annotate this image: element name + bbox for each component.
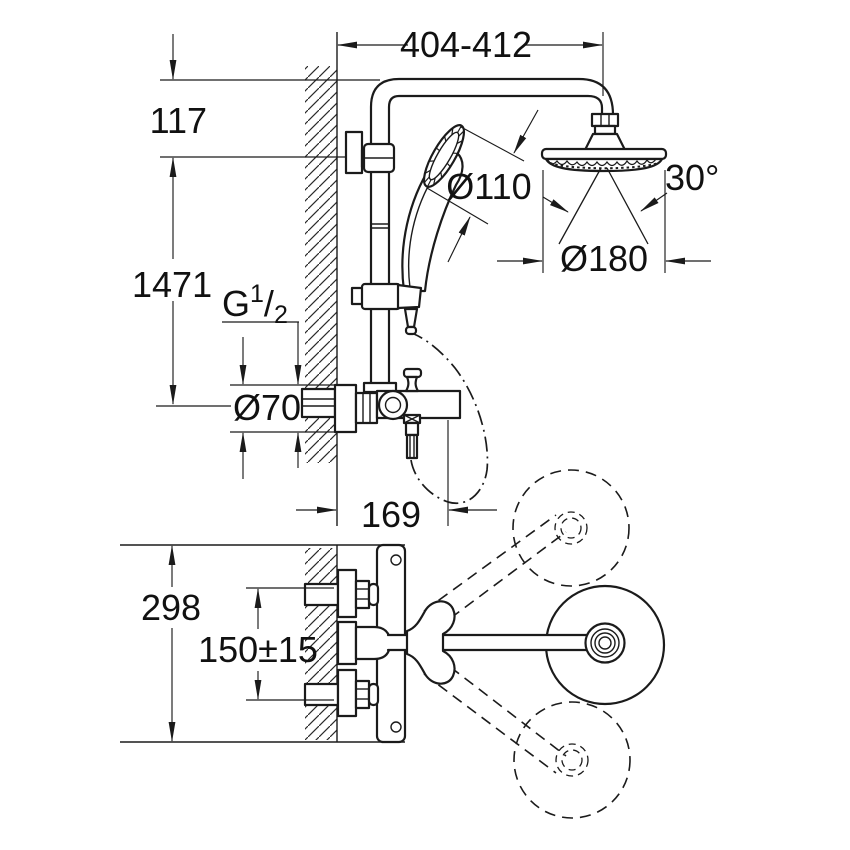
head-shower-boss <box>583 132 627 152</box>
shower-arm-side <box>386 600 626 685</box>
slide-bracket <box>344 130 396 175</box>
hand-shower <box>401 124 466 293</box>
head-shower-collar <box>593 124 617 136</box>
mixer-valve <box>300 333 489 505</box>
arm-escutcheon <box>336 620 358 666</box>
wall-section-upper <box>305 32 338 526</box>
handle-end-taper <box>403 307 419 329</box>
diverter-neck <box>404 375 420 393</box>
label-thread-size: G1/2 <box>222 280 288 329</box>
valve-cartridge-inner <box>384 396 402 414</box>
dimension-graphics <box>156 32 711 742</box>
head-shower <box>540 112 668 245</box>
swivel-hub-down-inner <box>561 749 583 771</box>
label-arm-drop: 117 <box>150 100 207 141</box>
dim-bound-handface-1 <box>460 126 525 162</box>
handle-holder <box>350 282 423 336</box>
inlet-flange-top <box>336 568 358 619</box>
inlet-flange-bottom <box>336 668 358 718</box>
holder-clamp <box>360 282 402 311</box>
thread-numerator: 1 <box>250 280 264 308</box>
handle-end-cap <box>404 325 418 336</box>
inlet-nut-bottom <box>354 679 371 710</box>
dim-arrow-110-b <box>447 216 471 263</box>
holder-socket <box>396 283 423 310</box>
label-valve-height: 298 <box>141 587 201 628</box>
swivel-hub-up-inner <box>560 517 582 539</box>
wall-section-lower <box>305 545 338 742</box>
thread-slash: / <box>264 283 274 324</box>
ball-joint-ring <box>590 628 620 658</box>
body-corner-detail <box>390 554 402 566</box>
label-swivel-angle: 30° <box>665 157 719 198</box>
swivel-hub-up <box>554 511 588 545</box>
hand-shower-face <box>422 124 466 188</box>
swivel-arm-down <box>423 655 567 774</box>
hand-shower-spray-fan <box>423 125 465 187</box>
head-shower-nut <box>590 112 620 128</box>
hose-connector <box>405 433 419 460</box>
thread-prefix: G <box>222 283 250 324</box>
inlet-pipe-top <box>303 582 340 607</box>
inlet-nut-top <box>354 579 371 610</box>
dim-arrow-110-a <box>513 109 539 154</box>
bath-spout-outlet <box>402 413 422 460</box>
bracket-flange <box>344 130 364 175</box>
hand-shower-face-inner <box>428 131 460 181</box>
dim-bound-handface-2 <box>426 187 489 225</box>
swivel-circle-down <box>513 701 631 819</box>
supply-pipe <box>300 387 337 419</box>
dimension-labels: 404-412 117 1471 G1/2 Ø70 Ø110 Ø180 30° … <box>132 24 719 670</box>
dim-leader-30-left <box>542 196 569 213</box>
ball-joint-ring <box>594 632 616 654</box>
label-column-height: 1471 <box>132 264 212 305</box>
label-top-width: 404-412 <box>400 24 532 65</box>
body-corner-detail <box>390 721 402 733</box>
diverter-cap <box>402 367 423 379</box>
valve-cartridge-cap <box>377 389 409 421</box>
wall-hatch-lower <box>305 548 337 740</box>
rail-and-arm-outline <box>369 77 615 393</box>
head-shower-plate <box>540 147 668 161</box>
shower-hose <box>410 333 489 505</box>
ball-joint-ring <box>598 636 612 650</box>
swivel-circle-up <box>512 469 630 587</box>
thread-denominator: 2 <box>274 301 288 329</box>
inlet-pipe-bottom <box>303 682 340 707</box>
swivel-hub-down <box>555 743 589 777</box>
arm-bell-escutcheon <box>405 600 456 685</box>
label-flange-dia: Ø70 <box>233 387 301 428</box>
spray-nozzle-wave <box>547 158 657 167</box>
swivel-range-lower <box>423 655 631 819</box>
inlet-union-bottom <box>367 682 380 707</box>
union-nut <box>354 391 379 425</box>
swivel-arm-up <box>423 514 567 630</box>
spray-nozzle-dots <box>549 162 659 170</box>
swivel-range-upper <box>423 469 630 630</box>
shower-rail <box>369 77 615 393</box>
label-inlet-spacing: 150±15 <box>198 629 318 670</box>
inlet-union-top <box>367 582 380 607</box>
outlet-nut <box>404 421 420 437</box>
label-hand-shower-dia: Ø110 <box>446 166 531 207</box>
outlet-knurl-hatch <box>403 414 421 424</box>
dim-leader-30-right <box>640 192 668 212</box>
label-projection: 169 <box>361 494 421 535</box>
arm-ball-socket <box>354 625 392 661</box>
spray-cone-rays <box>558 167 649 245</box>
diverter-knob <box>402 367 423 393</box>
label-head-shower-dia: Ø180 <box>560 238 648 279</box>
wall-escutcheon <box>333 383 358 434</box>
